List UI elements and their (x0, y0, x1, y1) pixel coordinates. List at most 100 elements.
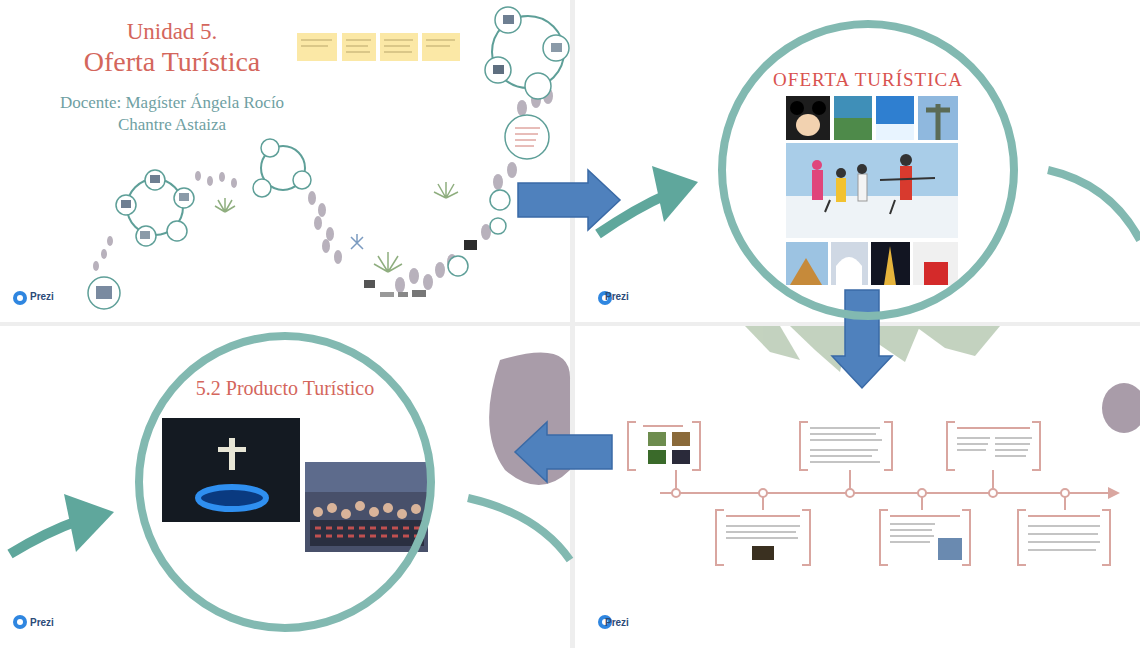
timeline-dot (672, 489, 680, 497)
photo-collage (876, 124, 914, 140)
sticky-note (297, 33, 337, 61)
footprint (517, 100, 527, 116)
photo-collage (786, 196, 958, 238)
timeline-dot (1061, 489, 1069, 497)
flow-arrow (832, 290, 892, 388)
photo-collage (786, 242, 828, 285)
prezi-logo (17, 295, 23, 301)
photo-collage (786, 143, 958, 238)
photo-collage (836, 178, 846, 202)
photo (162, 418, 300, 522)
photo (383, 503, 393, 513)
path-stop (485, 57, 511, 83)
photo (355, 501, 365, 511)
path-stop (253, 179, 271, 197)
photo (327, 503, 337, 513)
topic-circle: OFERTA TURÍSTICA (718, 20, 1018, 320)
thumbnail (398, 292, 408, 297)
photo (305, 462, 428, 492)
path-stop (490, 190, 510, 210)
timeline-dot (989, 489, 997, 497)
footprint (314, 216, 322, 230)
footprint (318, 203, 326, 217)
thumbnail (412, 290, 426, 297)
photo-collage (790, 258, 822, 285)
watermark: Prezi (30, 291, 54, 303)
path-stop (490, 218, 506, 234)
footprint (507, 162, 517, 178)
photo (313, 501, 421, 519)
photo (198, 487, 266, 509)
sticky-note (422, 33, 460, 61)
photo-collage (812, 170, 823, 200)
thumbnail (515, 128, 540, 146)
decorative-arrow (10, 352, 570, 560)
sticky-note (297, 33, 460, 61)
photo-collage (924, 262, 948, 285)
plant (215, 198, 235, 212)
timeline (628, 422, 700, 470)
thumbnail (648, 432, 962, 560)
thumbnail (364, 280, 375, 288)
flow-arrow (515, 422, 612, 482)
footprint (195, 171, 201, 181)
unreadable-text-line (1028, 526, 1100, 550)
thumbnail (938, 538, 962, 560)
brush-stroke (745, 326, 800, 360)
circle-title: OFERTA TURÍSTICA (773, 68, 963, 91)
unreadable-text-line (643, 426, 1100, 550)
plant (434, 182, 458, 198)
thumbnail (464, 240, 477, 250)
photo-collage (836, 257, 862, 285)
photo-collage (834, 118, 872, 140)
prezi-logo (17, 619, 23, 625)
thumbnail (121, 200, 131, 208)
photo-collage (790, 101, 804, 115)
thumbnail (493, 65, 504, 74)
footprint (435, 262, 445, 278)
footprint (493, 174, 503, 190)
watermark: Prezi (30, 617, 54, 629)
unreadable-text-line (890, 524, 935, 542)
sticky-note (342, 33, 376, 61)
panel-background (575, 0, 1140, 322)
footprint (101, 249, 107, 259)
slide-panel: Prezi5.2 Producto Turístico (0, 326, 570, 648)
footprint (334, 250, 342, 264)
unreadable-text-line (957, 438, 1032, 456)
photo-collage (786, 96, 958, 285)
decorative-arrow (64, 494, 114, 552)
timeline (1018, 510, 1110, 565)
timeline-dot (846, 489, 854, 497)
thumbnail (503, 15, 514, 24)
prezi-logo (13, 291, 27, 305)
thumbnail (179, 193, 189, 201)
slide-panel: PreziOFERTA TURÍSTICA (575, 0, 1140, 322)
plant (215, 182, 458, 272)
panel-background (0, 0, 570, 322)
photo-collage (825, 178, 935, 214)
thumbnail (140, 231, 150, 239)
photo (310, 520, 424, 546)
photo (218, 447, 246, 452)
thumbnail (150, 175, 160, 183)
timeline (947, 422, 1040, 470)
timeline (676, 470, 1065, 510)
photo (229, 438, 235, 470)
slide-panel: Prezi (575, 326, 1140, 648)
path-stop (505, 115, 549, 159)
timeline (628, 422, 1120, 565)
photo-collage (831, 242, 868, 285)
thumbnail (648, 432, 666, 446)
timeline-dot (918, 489, 926, 497)
footprint (322, 239, 330, 253)
photo (313, 507, 323, 517)
footprint (93, 261, 99, 271)
decorative-arrow (10, 520, 80, 554)
footprint (308, 191, 316, 205)
prezi-logo (13, 615, 27, 629)
timeline (880, 510, 970, 565)
photo-collage (796, 114, 820, 136)
photo-collage (918, 96, 958, 140)
